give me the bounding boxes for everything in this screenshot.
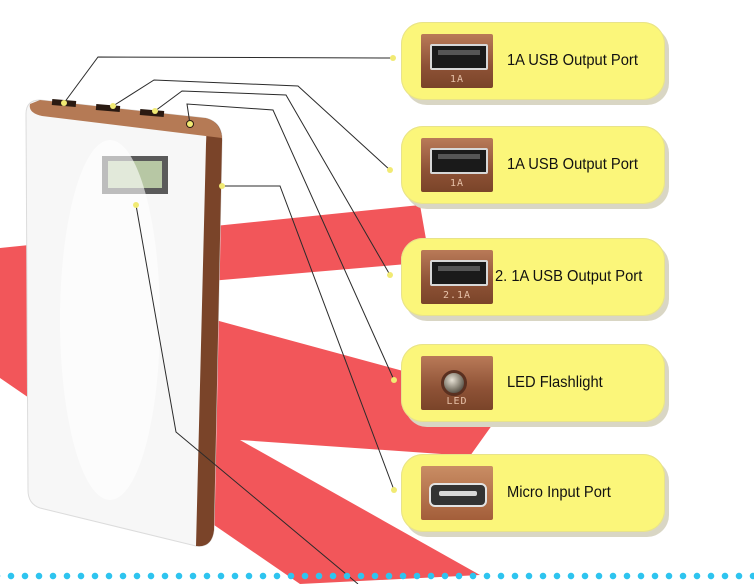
callout-usb-1a-first: 1A 1A USB Output Port — [401, 22, 665, 100]
callout-label: 1A USB Output Port — [507, 156, 638, 173]
callout-micro-input: Micro Input Port — [401, 454, 665, 532]
micro-usb-port-icon — [421, 466, 493, 520]
usb-port-icon: 1A — [421, 34, 493, 88]
callout-usb-2-1a: 2.1A 2. 1A USB Output Port — [401, 238, 665, 316]
callout-led-flashlight: LED LED Flashlight — [401, 344, 665, 422]
usb-port-3 — [139, 108, 165, 118]
usb-port-icon: 2.1A — [421, 250, 493, 304]
leader-dots — [61, 55, 397, 493]
leader-lines — [63, 56, 395, 584]
usb-port-icon: 1A — [421, 138, 493, 192]
thumb-label: 1A — [449, 178, 465, 189]
led-lens-icon: LED — [421, 356, 493, 410]
power-bank — [25, 98, 223, 547]
callout-label: LED Flashlight — [507, 374, 603, 391]
dotted-border — [0, 568, 754, 584]
callout-label: 2. 1A USB Output Port — [495, 268, 643, 285]
thumb-label: 1A — [449, 74, 465, 85]
thumb-label: 2.1A — [442, 290, 472, 301]
callout-label: Micro Input Port — [507, 484, 611, 501]
thumb-label: LED — [446, 396, 468, 407]
callout-usb-1a-second: 1A 1A USB Output Port — [401, 126, 665, 204]
callout-label: 1A USB Output Port — [507, 52, 638, 69]
